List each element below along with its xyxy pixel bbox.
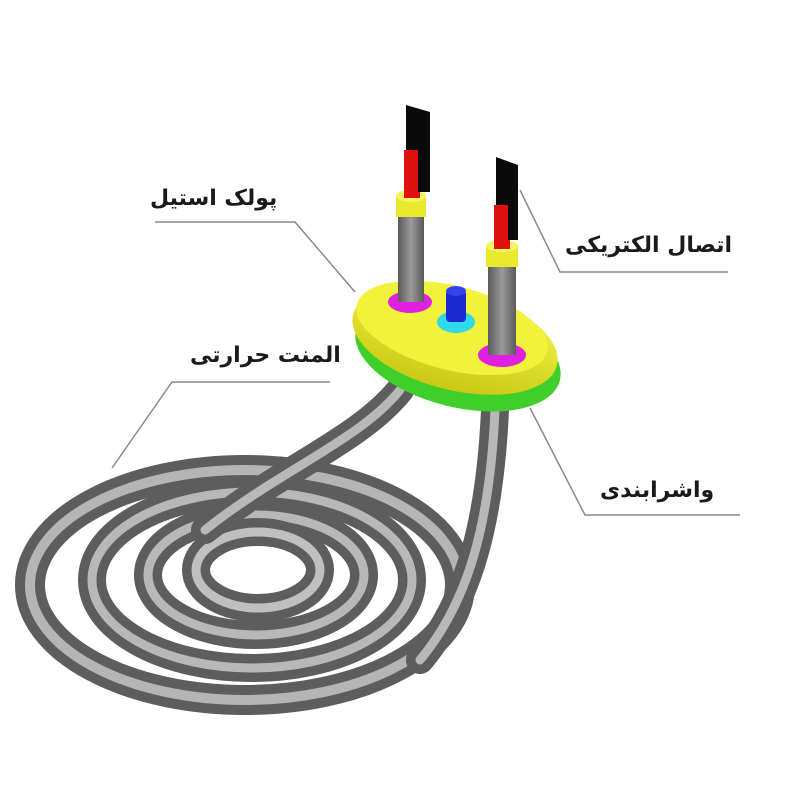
- terminal-left: [396, 105, 430, 302]
- label-heating-element: المنت حرارتی: [190, 343, 341, 368]
- terminal-right: [486, 157, 518, 355]
- label-electrical-connection: اتصال الکتریکی: [565, 233, 733, 258]
- leader-gasket: [529, 407, 740, 516]
- stud: [446, 290, 466, 322]
- leader-electrical-connection: [519, 189, 728, 273]
- leader-heating-element: [111, 381, 330, 469]
- leader-lines: [111, 189, 740, 516]
- label-gasket: واشرابندی: [600, 478, 715, 503]
- label-steel-plate: پولک استیل: [150, 186, 278, 211]
- spiral-coil: [15, 376, 509, 715]
- leader-steel-plate: [155, 221, 356, 293]
